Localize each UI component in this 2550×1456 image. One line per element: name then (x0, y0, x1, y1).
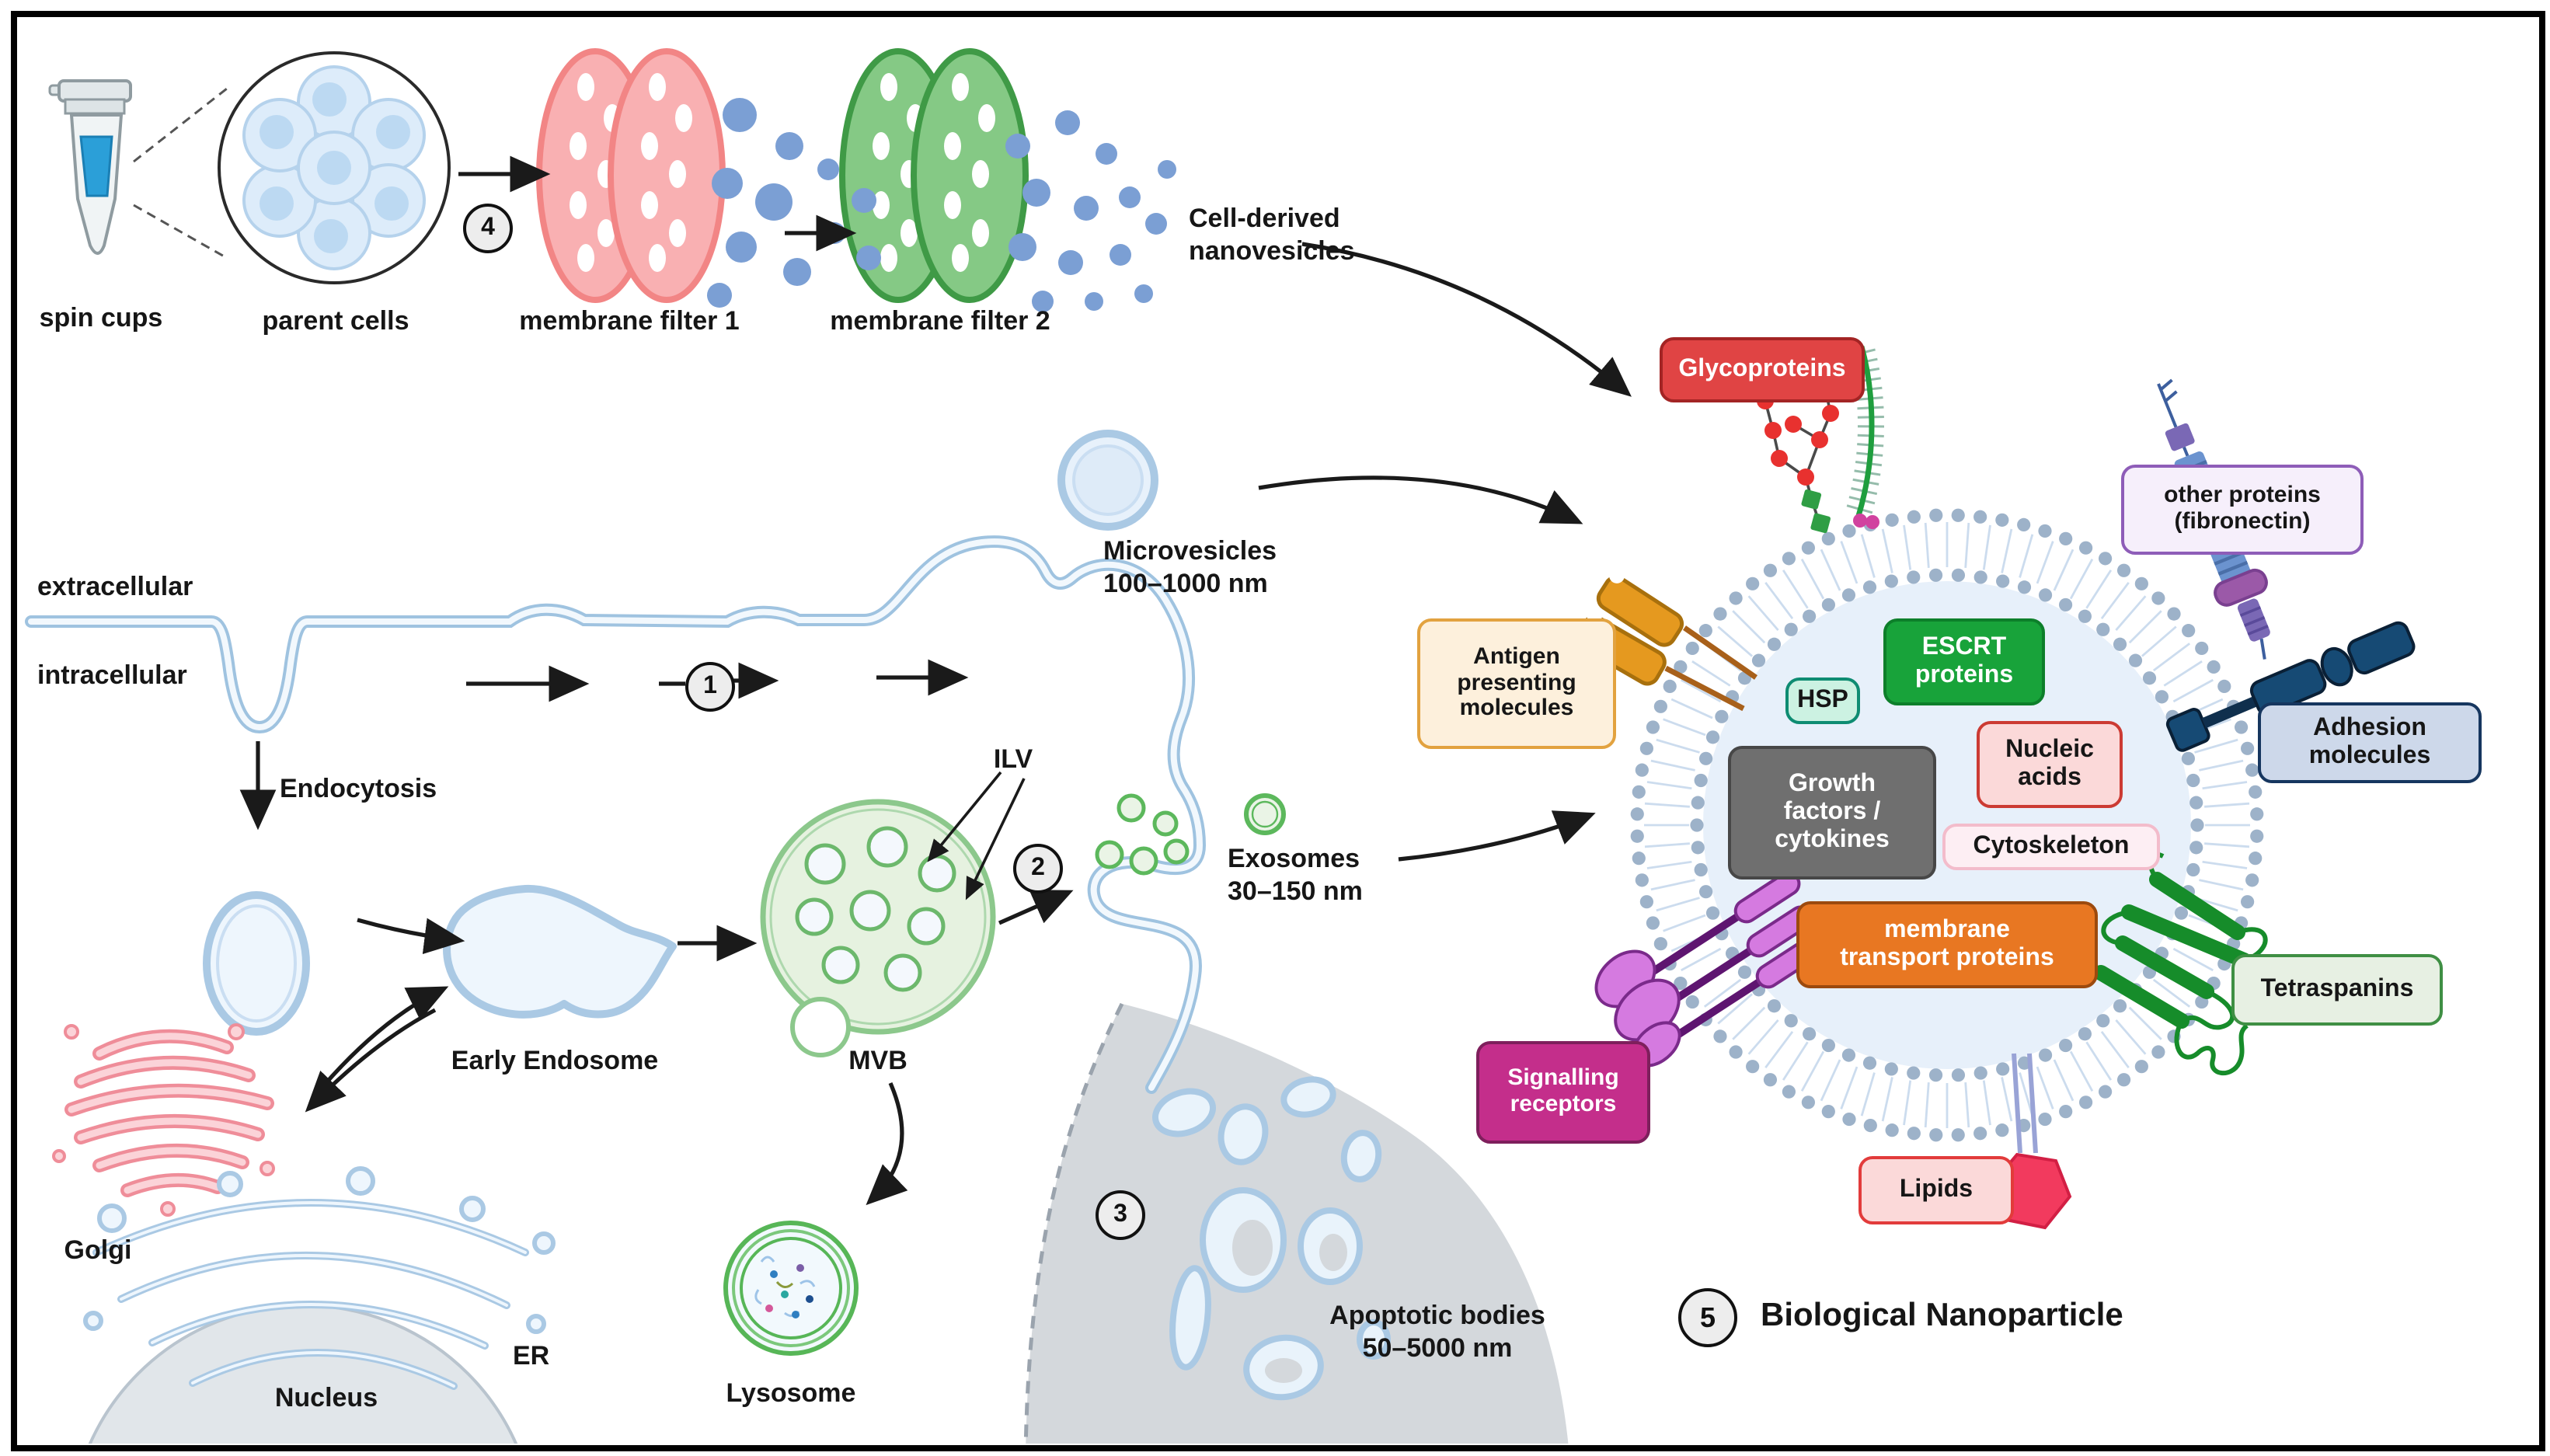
microvesicles-line1: Microvesicles (1103, 536, 1277, 566)
cell-derived-nanovesicles-label: Cell-derived nanovesicles (1189, 202, 1355, 267)
plasma-membrane (25, 535, 1207, 1094)
biological-nanoparticle-title: Biological Nanoparticle (1761, 1298, 2123, 1333)
parent-cells-label: parent cells (262, 306, 409, 336)
step-4-badge: 4 (463, 204, 513, 253)
other-proteins-line1: other proteins (2164, 482, 2321, 509)
growth-line1: Growth (1789, 771, 1876, 798)
apoptotic-bodies-label: Apoptotic bodies 50–5000 nm (1305, 1299, 1569, 1364)
endocytic-vesicle (203, 891, 310, 1036)
other-proteins-line2: (fibronectin) (2174, 508, 2311, 535)
mvb-label: MVB (848, 1046, 907, 1075)
magnification-cone (133, 87, 228, 260)
nucleic-line1: Nucleic (2005, 737, 2094, 764)
hsp-tag: HSP (1785, 677, 1860, 724)
exosomes-line2: 30–150 nm (1228, 876, 1363, 906)
microvesicles-label: Microvesicles 100–1000 nm (1103, 535, 1277, 600)
antigen-line1: Antigen (1473, 643, 1560, 670)
spin-cups-label: spin cups (39, 303, 163, 333)
membrane-transport-tag: membrane transport proteins (1796, 901, 2098, 988)
apoptotic-line2: 50–5000 nm (1362, 1333, 1513, 1363)
nanoparticle-vesicle (1630, 508, 2264, 1142)
glycan-chain (1846, 346, 1885, 529)
tetraspanins-tag: Tetraspanins (2231, 954, 2443, 1026)
cytoskeleton-tag: Cytoskeleton (1942, 824, 2160, 870)
cell-derived-line2: nanovesicles (1189, 236, 1355, 266)
endocytosis-label: Endocytosis (280, 774, 437, 803)
apoptotic-cell (1023, 1002, 1569, 1456)
extracellular-label: extracellular (37, 572, 193, 601)
growth-line2: factors / (1783, 799, 1881, 826)
cell-derived-line1: Cell-derived (1189, 204, 1340, 233)
apoptotic-line1: Apoptotic bodies (1329, 1301, 1545, 1330)
membrane-filter-2 (839, 48, 1029, 303)
ilv-label: ILV (993, 744, 1033, 774)
membrane-filter-2-label: membrane filter 2 (830, 306, 1050, 336)
adhesion-molecules-tag: Adhesion molecules (2258, 702, 2482, 783)
mvb-multivesicular-body (760, 799, 996, 1057)
antigen-line3: molecules (1459, 695, 1574, 722)
membrane-filter-1-label: membrane filter 1 (519, 306, 740, 336)
lysosome-label: Lysosome (726, 1378, 856, 1408)
frame-mask (17, 1444, 2533, 1456)
transport-line1: membrane (1884, 917, 2010, 944)
growth-factors-tag: Growth factors / cytokines (1728, 746, 1936, 880)
escrt-line1: ESCRT (1921, 634, 2007, 661)
step-3-badge: 3 (1096, 1190, 1145, 1240)
transport-line2: transport proteins (1840, 945, 2054, 971)
other-proteins-tag: other proteins (fibronectin) (2121, 465, 2364, 555)
signalling-receptors-tag: Signalling receptors (1476, 1041, 1650, 1144)
nucleic-line2: acids (2018, 765, 2081, 791)
golgi-apparatus (52, 1023, 275, 1217)
exosomes-label: Exosomes 30–150 nm (1228, 842, 1363, 907)
step-5-badge: 5 (1678, 1288, 1737, 1347)
er-label: ER (513, 1341, 550, 1371)
membrane-filter-1 (536, 48, 726, 303)
nanovesicles (707, 98, 1176, 312)
adhesion-line1: Adhesion (2313, 715, 2426, 742)
nucleic-acids-tag: Nucleic acids (1977, 721, 2123, 808)
microvesicle (1057, 430, 1158, 531)
arrows (239, 155, 1632, 1206)
step-2-badge: 2 (1013, 844, 1063, 893)
exosomes-line1: Exosomes (1228, 844, 1360, 873)
growth-line3: cytokines (1775, 826, 1890, 853)
glycoproteins-tag: Glycoproteins (1660, 337, 1865, 402)
nucleus-label: Nucleus (274, 1383, 378, 1412)
lipids-tag: Lipids (1859, 1156, 2014, 1224)
escrt-proteins-tag: ESCRT proteins (1883, 618, 2045, 705)
exosomes (1095, 793, 1286, 876)
parent-cells-dish (218, 51, 451, 284)
lysosome (723, 1221, 859, 1356)
adhesion-molecule (2165, 621, 2416, 752)
golgi-label: Golgi (64, 1235, 132, 1265)
signalling-line1: Signalling (1507, 1064, 1619, 1092)
intracellular-label: intracellular (37, 660, 187, 690)
signalling-line2: receptors (1510, 1091, 1617, 1117)
tetraspanins-proteins (2093, 852, 2268, 1076)
microvesicles-line2: 100–1000 nm (1103, 569, 1268, 598)
early-endosome-label: Early Endosome (451, 1046, 659, 1075)
endoplasmic-reticulum (83, 1166, 556, 1390)
nucleus (83, 1304, 523, 1456)
adhesion-line2: molecules (2308, 743, 2431, 769)
spin-cup-tube (48, 79, 132, 255)
signalling-receptors (1594, 871, 1815, 1068)
escrt-line2: proteins (1914, 662, 2014, 688)
antigen-line2: presenting (1457, 669, 1576, 696)
early-endosome (443, 884, 677, 1019)
antigen-presenting-tag: Antigen presenting molecules (1417, 618, 1616, 749)
step-1-badge: 1 (685, 662, 735, 712)
